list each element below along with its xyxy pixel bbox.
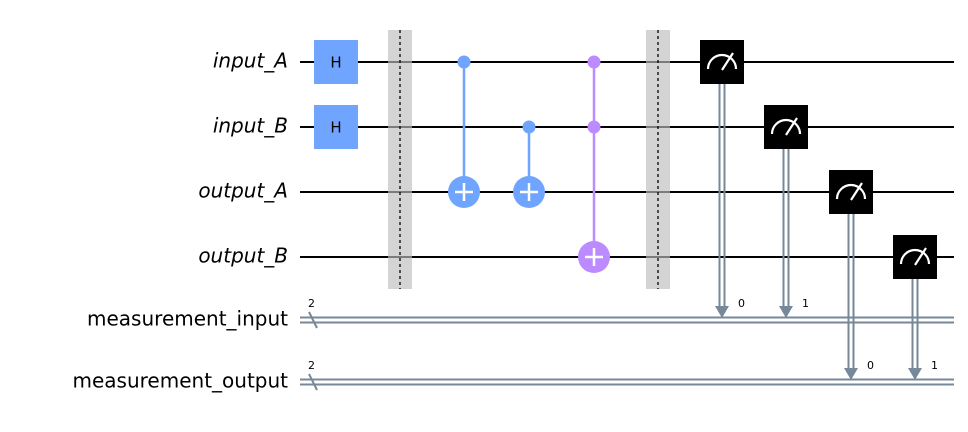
meter-icon [835, 183, 867, 200]
meter-icon [770, 118, 802, 135]
hadamard-gate-label: H [330, 119, 341, 137]
meter-icon [706, 53, 738, 70]
measure-arrow [908, 368, 922, 380]
meter-needle-icon [721, 52, 734, 71]
control-dot [587, 55, 601, 69]
measure-arrow [844, 368, 858, 380]
meter-needle-icon [785, 117, 798, 136]
control-dot [457, 55, 471, 69]
measure-gate [764, 105, 808, 149]
qubit-label: output_B [198, 244, 288, 268]
meter-needle-icon [914, 247, 927, 266]
register-size-slash [308, 311, 318, 329]
measure-bit-label: 1 [802, 297, 809, 310]
meter-needle-icon [850, 182, 863, 201]
measure-arrow [779, 306, 793, 318]
measure-bit-label: 0 [738, 297, 745, 310]
register-size-label: 2 [308, 297, 315, 310]
measure-bit-label: 1 [931, 359, 938, 372]
control-dot [587, 120, 601, 134]
measure-gate [893, 235, 937, 279]
hadamard-gate-label: H [330, 54, 341, 72]
measure-gate [700, 40, 744, 84]
register-size-slash [308, 373, 318, 391]
qubit-label: input_A [213, 49, 288, 73]
register-size-label: 2 [308, 359, 315, 372]
classical-register-label: measurement_input [87, 307, 288, 331]
control-dot [522, 120, 536, 134]
qubit-label: input_B [213, 114, 288, 138]
measure-arrow [715, 306, 729, 318]
qubit-label: output_A [198, 179, 288, 203]
meter-icon [899, 248, 931, 265]
classical-register-label: measurement_output [73, 369, 289, 393]
hadamard-gate [314, 40, 358, 84]
hadamard-gate [314, 105, 358, 149]
measure-bit-label: 0 [867, 359, 874, 372]
measure-gate [829, 170, 873, 214]
